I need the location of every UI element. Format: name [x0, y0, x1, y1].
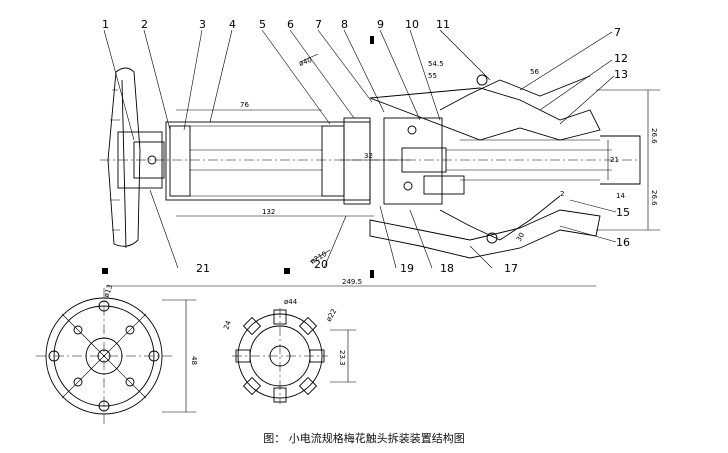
part-label-11: 11	[436, 18, 450, 31]
dim-21: 21	[610, 156, 619, 164]
part-label-12: 12	[614, 52, 628, 65]
part-label-21: 21	[196, 262, 210, 275]
part-label-1: 1	[102, 18, 109, 31]
part-number-labels: 1 2 3 4 5 6 7 8 9 10 11 7 12 13 21 20 19…	[102, 18, 630, 275]
dim-14: 14	[616, 192, 625, 200]
handwheel	[107, 67, 165, 249]
dim-32: 32	[364, 152, 373, 160]
dim-132: 132	[262, 208, 275, 216]
part-label-4: 4	[229, 18, 236, 31]
part-label-16: 16	[616, 236, 630, 249]
dim-54: 54.5	[428, 60, 444, 68]
part-label-18: 18	[440, 262, 454, 275]
leader-lines	[103, 29, 617, 269]
dim-249: 249.5	[342, 278, 362, 286]
dim-2: 2	[560, 190, 564, 198]
dim-24: 24	[222, 319, 233, 331]
part-label-20: 20	[314, 258, 328, 271]
part-label-7: 7	[315, 18, 322, 31]
dim-76: 76	[240, 101, 249, 109]
part-label-15: 15	[616, 206, 630, 219]
dimension-lines	[106, 53, 660, 287]
dim-48: 48	[190, 356, 198, 365]
dim-26-bottom: 26.6	[650, 190, 658, 206]
part-label-6: 6	[287, 18, 294, 31]
part-label-13: 13	[614, 68, 628, 81]
dim-44: ø44	[284, 298, 298, 306]
figure-caption: 图： 小电流规格梅花触头拆装装置结构图	[263, 432, 465, 445]
part-label-7b: 7	[614, 26, 621, 39]
part-label-19: 19	[400, 262, 414, 275]
contact-finger-view	[232, 308, 356, 404]
part-label-5: 5	[259, 18, 266, 31]
part-label-9: 9	[377, 18, 384, 31]
part-label-8: 8	[341, 18, 348, 31]
main-housing	[100, 117, 640, 205]
dim-56: 56	[530, 68, 539, 76]
dim-22: ø22	[325, 308, 339, 323]
part-label-3: 3	[199, 18, 206, 31]
part-label-10: 10	[405, 18, 419, 31]
dim-26-top: 26.6	[650, 128, 658, 144]
part-label-2: 2	[141, 18, 148, 31]
dim-40: ø40	[298, 56, 313, 68]
dim-23: 23.3	[338, 350, 346, 366]
dim-55: 55	[428, 72, 437, 80]
handwheel-front-view	[36, 288, 196, 424]
part-label-17: 17	[504, 262, 518, 275]
dim-30: 30	[515, 231, 526, 243]
